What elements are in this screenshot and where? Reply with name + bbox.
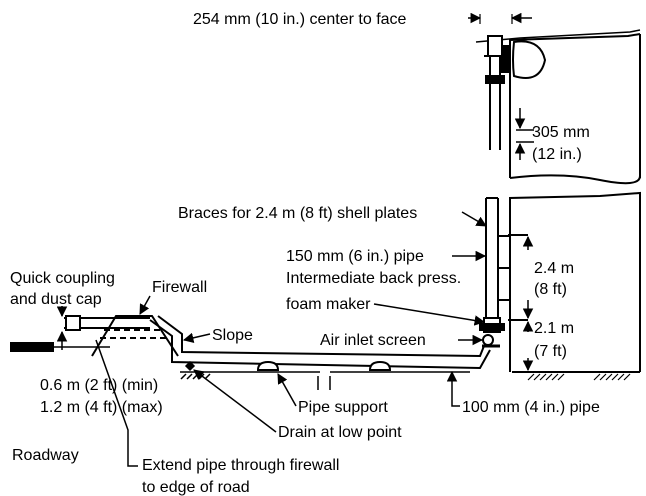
drain-valve [184,360,196,372]
leader-slope [182,332,211,343]
firewall [91,315,179,357]
label-spacing-in: (12 in.) [532,146,582,163]
label-air-inlet: Air inlet screen [320,332,426,349]
label-firewall: Firewall [152,279,207,296]
foam-chamber-body [512,40,547,79]
air-inlet-screen [482,334,494,346]
leader-foam-maker [373,303,486,326]
leader-pipe-support [277,373,297,407]
label-intermediate-1: Intermediate back press. [286,270,461,287]
label-drain: Drain at low point [278,424,402,441]
quick-coupling [65,315,81,331]
spacing-dimension [514,108,534,160]
label-pipe-100: 100 mm (4 in.) pipe [462,399,600,416]
label-height-21-ft: (7 ft) [534,343,567,360]
label-pipe-support: Pipe support [298,399,388,416]
leader-extend [95,339,138,467]
leader-drain [193,369,277,433]
label-extend-1: Extend pipe through firewall [142,457,339,474]
label-height-24-m: 2.4 m [534,260,574,277]
label-braces: Braces for 2.4 m (8 ft) shell plates [178,205,417,222]
top-tank-wavy-edge [509,174,641,185]
leader-braces [461,211,487,227]
label-slope: Slope [212,327,253,344]
label-intermediate-2: foam maker [286,296,371,313]
leader-pipe-100 [446,370,460,407]
leader-lines [56,211,487,467]
label-min-height: 0.6 m (2 ft) (min) [40,377,158,394]
label-roadway: Roadway [12,447,79,464]
label-center-to-face: 254 mm (10 in.) center to face [193,11,407,28]
pipe-support-1 [256,360,280,371]
top-tank-detail [475,14,641,185]
label-quick-coupling-1: Quick coupling [10,270,115,287]
pipe-support-2 [368,360,392,371]
main-tank [479,191,641,372]
roadway-bar [10,342,54,352]
label-max-height: 1.2 m (4 ft) (max) [40,399,163,416]
label-extend-2: to edge of road [142,479,250,496]
label-spacing-mm: 305 mm [532,124,590,141]
foam-chamber-flange [501,45,511,73]
leader-firewall [139,295,151,315]
top-tank-shell [509,33,641,178]
tank-ground [512,371,640,381]
supply-pipe [64,315,491,371]
label-pipe-150: 150 mm (6 in.) pipe [286,248,424,265]
label-height-24-ft: (8 ft) [534,281,567,298]
tank-shell [509,191,641,372]
label-height-21-m: 2.1 m [534,320,574,337]
label-quick-coupling-2: and dust cap [10,291,102,308]
